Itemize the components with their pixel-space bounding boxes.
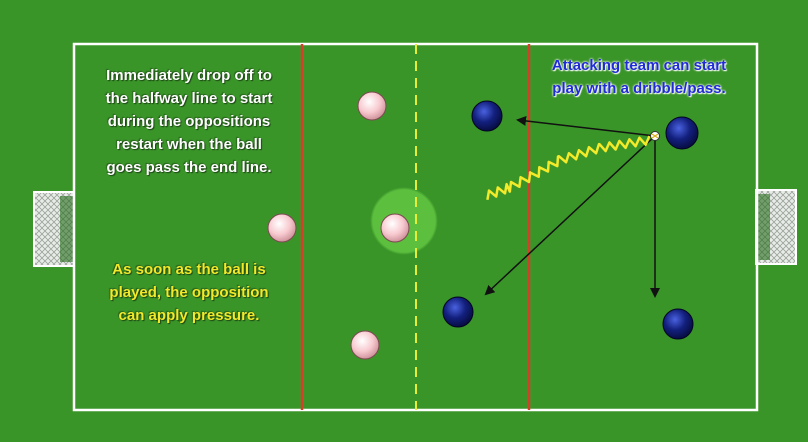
attacker-top	[472, 101, 502, 131]
right-goal	[756, 190, 796, 264]
defending-instructions-note: Immediately drop off to the halfway line…	[84, 64, 294, 179]
note-line: can apply pressure.	[84, 304, 294, 327]
note-line: restart when the ball	[84, 133, 294, 156]
defender-center	[381, 214, 409, 242]
left-goal	[34, 192, 74, 266]
defender-bottom	[351, 331, 379, 359]
pressure-note: As soon as the ball is played, the oppos…	[84, 258, 294, 327]
attacker-bottom-right	[663, 309, 693, 339]
ball	[651, 132, 660, 141]
attacker-on-ball	[666, 117, 698, 149]
note-line: during the oppositions	[84, 110, 294, 133]
defender-top	[358, 92, 386, 120]
note-line: the halfway line to start	[84, 87, 294, 110]
note-line: As soon as the ball is	[84, 258, 294, 281]
attacking-team-note: Attacking team can start play with a dri…	[536, 54, 742, 100]
attacker-bottom-left	[443, 297, 473, 327]
note-line: play with a dribble/pass.	[536, 77, 742, 100]
note-line: played, the opposition	[84, 281, 294, 304]
note-line: Immediately drop off to	[84, 64, 294, 87]
note-line: Attacking team can start	[536, 54, 742, 77]
defender-left	[268, 214, 296, 242]
note-line: goes pass the end line.	[84, 156, 294, 179]
